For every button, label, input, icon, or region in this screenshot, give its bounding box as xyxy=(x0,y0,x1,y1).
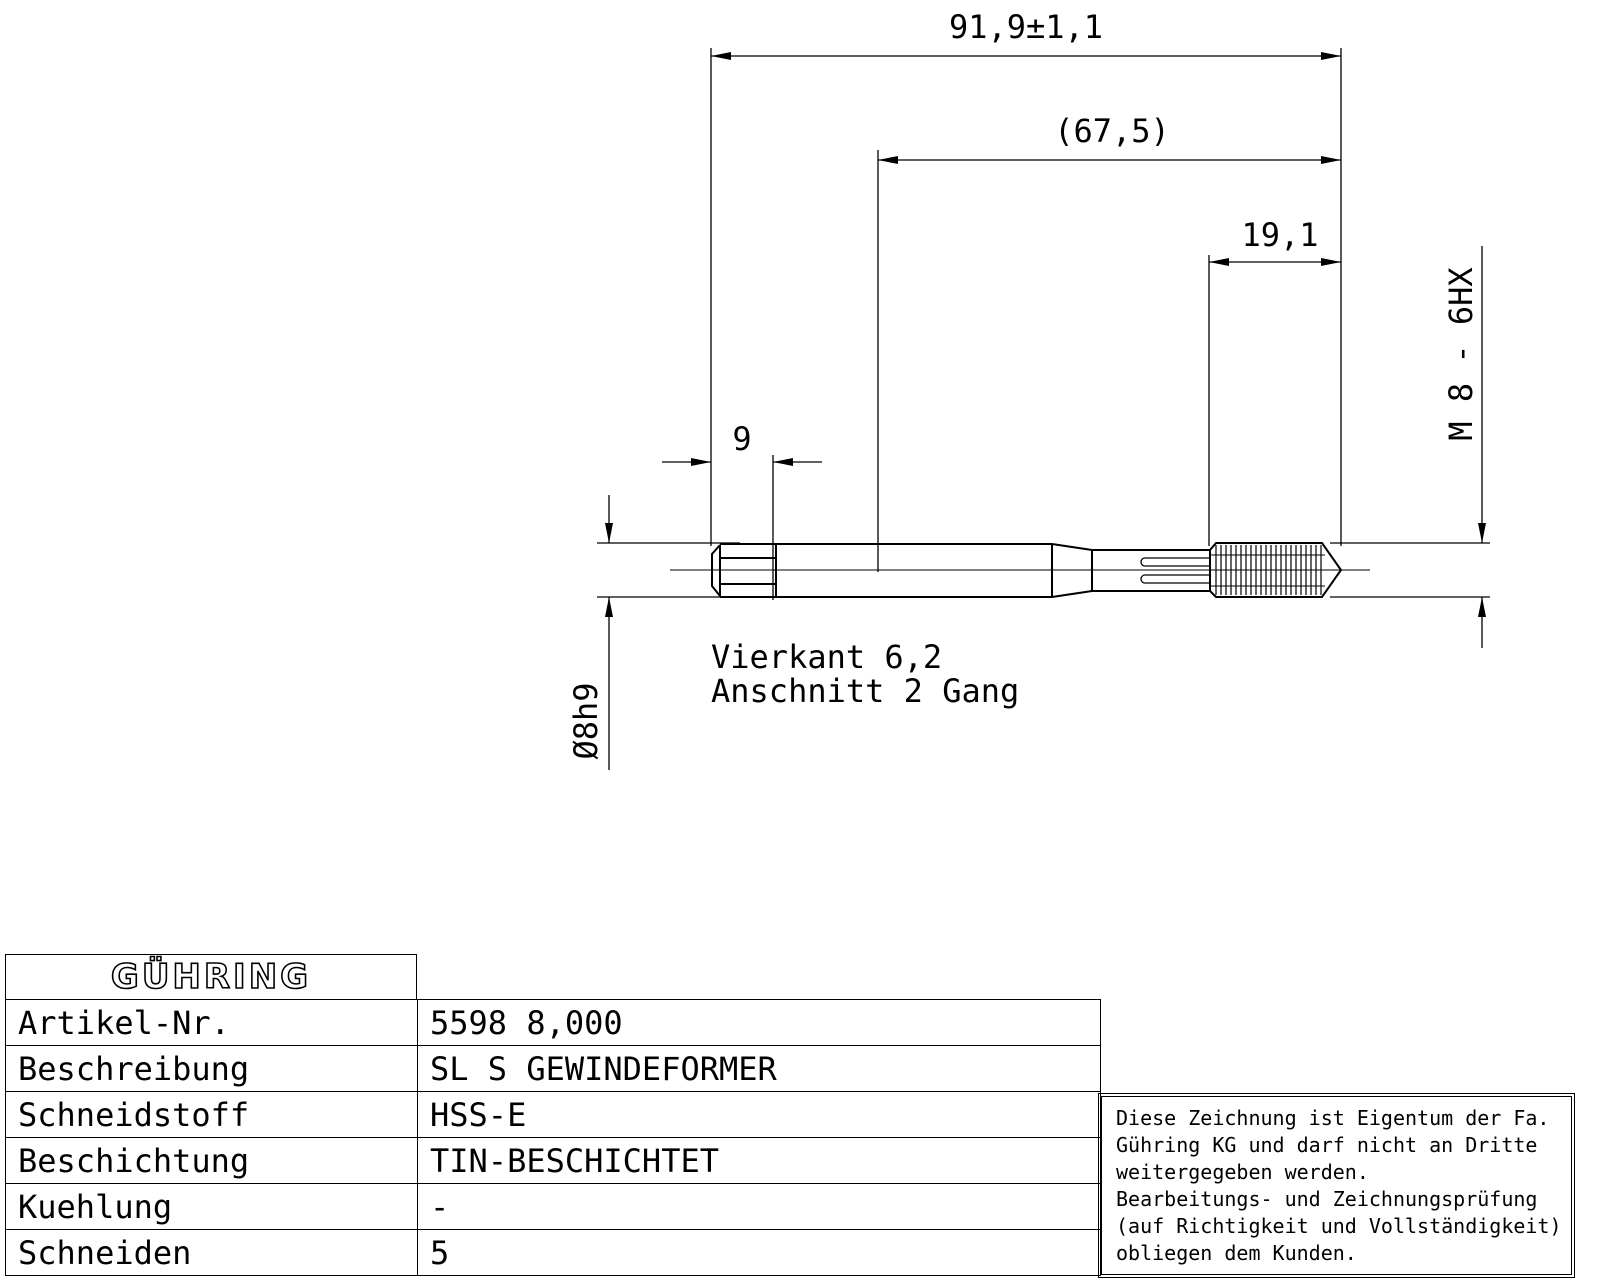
disclaimer-line: Bearbeitungs- und Zeichnungsprüfung xyxy=(1116,1187,1538,1211)
disclaimer-line: Diese Zeichnung ist Eigentum der Fa. xyxy=(1116,1106,1550,1130)
dim-thread-length: 19,1 xyxy=(1241,216,1318,254)
title-block-table: Artikel-Nr. 5598 8,000 Beschreibung SL S… xyxy=(5,999,1101,1276)
row-label-cutting-edges: Schneiden xyxy=(5,1229,418,1276)
thread-ridges xyxy=(1215,545,1322,595)
row-value-description: SL S GEWINDEFORMER xyxy=(417,1045,1101,1092)
dim-square-length: 9 xyxy=(732,420,751,458)
dim-thread-size: M 8 - 6HX xyxy=(1442,267,1480,440)
row-label-cooling: Kuehlung xyxy=(5,1183,418,1230)
tap-body xyxy=(711,542,1343,598)
row-value-material: HSS-E xyxy=(417,1091,1101,1138)
row-value-cutting-edges: 5 xyxy=(417,1229,1101,1276)
dim-shank-diameter: Ø8h9 xyxy=(567,682,605,759)
row-value-coating: TIN-BESCHICHTET xyxy=(417,1137,1101,1184)
dim-overall-length: 91,9±1,1 xyxy=(949,8,1103,46)
disclaimer-line: Gühring KG und darf nicht an Dritte xyxy=(1116,1133,1538,1157)
table-row: Schneiden 5 xyxy=(5,1229,1101,1276)
row-label-material: Schneidstoff xyxy=(5,1091,418,1138)
disclaimer-line: weitergegeben werden. xyxy=(1116,1160,1369,1184)
note-chamfer: Anschnitt 2 Gang xyxy=(711,672,1019,710)
dim-shank-to-tip: (67,5) xyxy=(1054,112,1170,150)
row-label-description: Beschreibung xyxy=(5,1045,418,1092)
row-value-article: 5598 8,000 xyxy=(417,999,1101,1046)
company-logo: GÜHRING xyxy=(5,954,417,1000)
disclaimer-line: (auf Richtigkeit und Vollständigkeit) xyxy=(1116,1214,1562,1238)
disclaimer-line: obliegen dem Kunden. xyxy=(1116,1241,1357,1265)
table-row: Beschreibung SL S GEWINDEFORMER xyxy=(5,1045,1101,1092)
disclaimer-box: Diese Zeichnung ist Eigentum der Fa. Güh… xyxy=(1098,1093,1575,1278)
row-value-cooling: - xyxy=(417,1183,1101,1230)
table-row: Schneidstoff HSS-E xyxy=(5,1091,1101,1138)
table-row: Kuehlung - xyxy=(5,1183,1101,1230)
row-label-coating: Beschichtung xyxy=(5,1137,418,1184)
row-label-article: Artikel-Nr. xyxy=(5,999,418,1046)
logo-text: GÜHRING xyxy=(110,956,312,998)
note-square: Vierkant 6,2 xyxy=(711,638,942,676)
table-row: Artikel-Nr. 5598 8,000 xyxy=(5,999,1101,1046)
table-row: Beschichtung TIN-BESCHICHTET xyxy=(5,1137,1101,1184)
